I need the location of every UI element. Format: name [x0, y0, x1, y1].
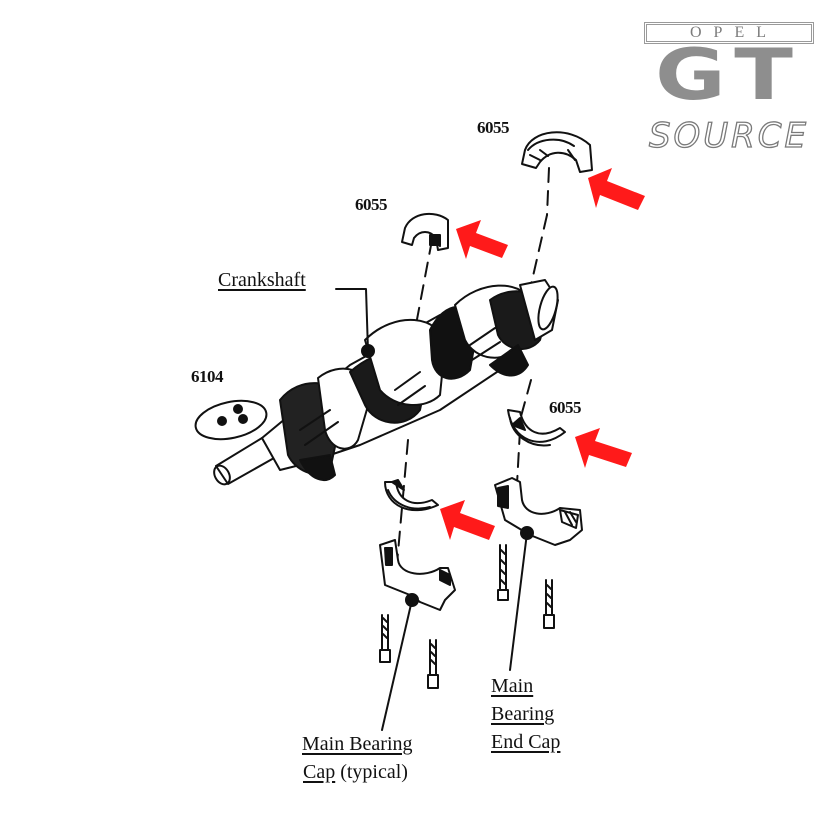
- bearing-shell-upper-right: [521, 131, 593, 173]
- end-cap-leader: [509, 532, 528, 671]
- bearing-shell-upper-left: [401, 212, 449, 251]
- cap-word: Cap: [303, 761, 336, 783]
- part-number-6055-right: 6055: [549, 398, 582, 417]
- end-cap-label-line2: Bearing: [491, 703, 555, 725]
- logo-opel-text: OPEL: [690, 24, 778, 41]
- bearing-shell-lower-right: [507, 409, 566, 447]
- typical-word: (typical): [335, 761, 408, 783]
- alignment-line-left: [395, 239, 433, 576]
- opel-gt-source-logo: OPEL GT SOURCE: [634, 18, 824, 158]
- red-arrow-top-right: [588, 168, 645, 210]
- main-bearing-end-cap: [494, 477, 583, 629]
- part-number-6104: 6104: [191, 367, 224, 386]
- logo-source-text: SOURCE: [648, 116, 810, 156]
- red-arrow-upper-left: [456, 220, 508, 259]
- cap-leader: [381, 599, 413, 731]
- red-arrow-lower-left: [440, 500, 495, 540]
- end-cap-label-line1: Main: [491, 675, 534, 697]
- part-number-6055-upper: 6055: [355, 195, 388, 214]
- main-bearing-cap-label-line1: Main Bearing: [302, 733, 413, 755]
- crankshaft-label: Crankshaft: [218, 269, 306, 291]
- part-number-6055-top: 6055: [477, 118, 510, 137]
- flange-leader: [238, 388, 242, 400]
- crankshaft: [194, 279, 559, 486]
- end-cap-label-line3: End Cap: [491, 731, 561, 753]
- red-arrow-lower-right: [575, 428, 632, 468]
- logo-opel-frame: [644, 22, 814, 44]
- crankshaft-leader: [335, 288, 369, 352]
- main-bearing-cap: [379, 539, 456, 689]
- main-bearing-cap-label-line2: Cap (typical): [303, 762, 408, 782]
- bearing-shell-lower-left: [384, 479, 439, 512]
- logo-gt-text: GT: [655, 34, 803, 117]
